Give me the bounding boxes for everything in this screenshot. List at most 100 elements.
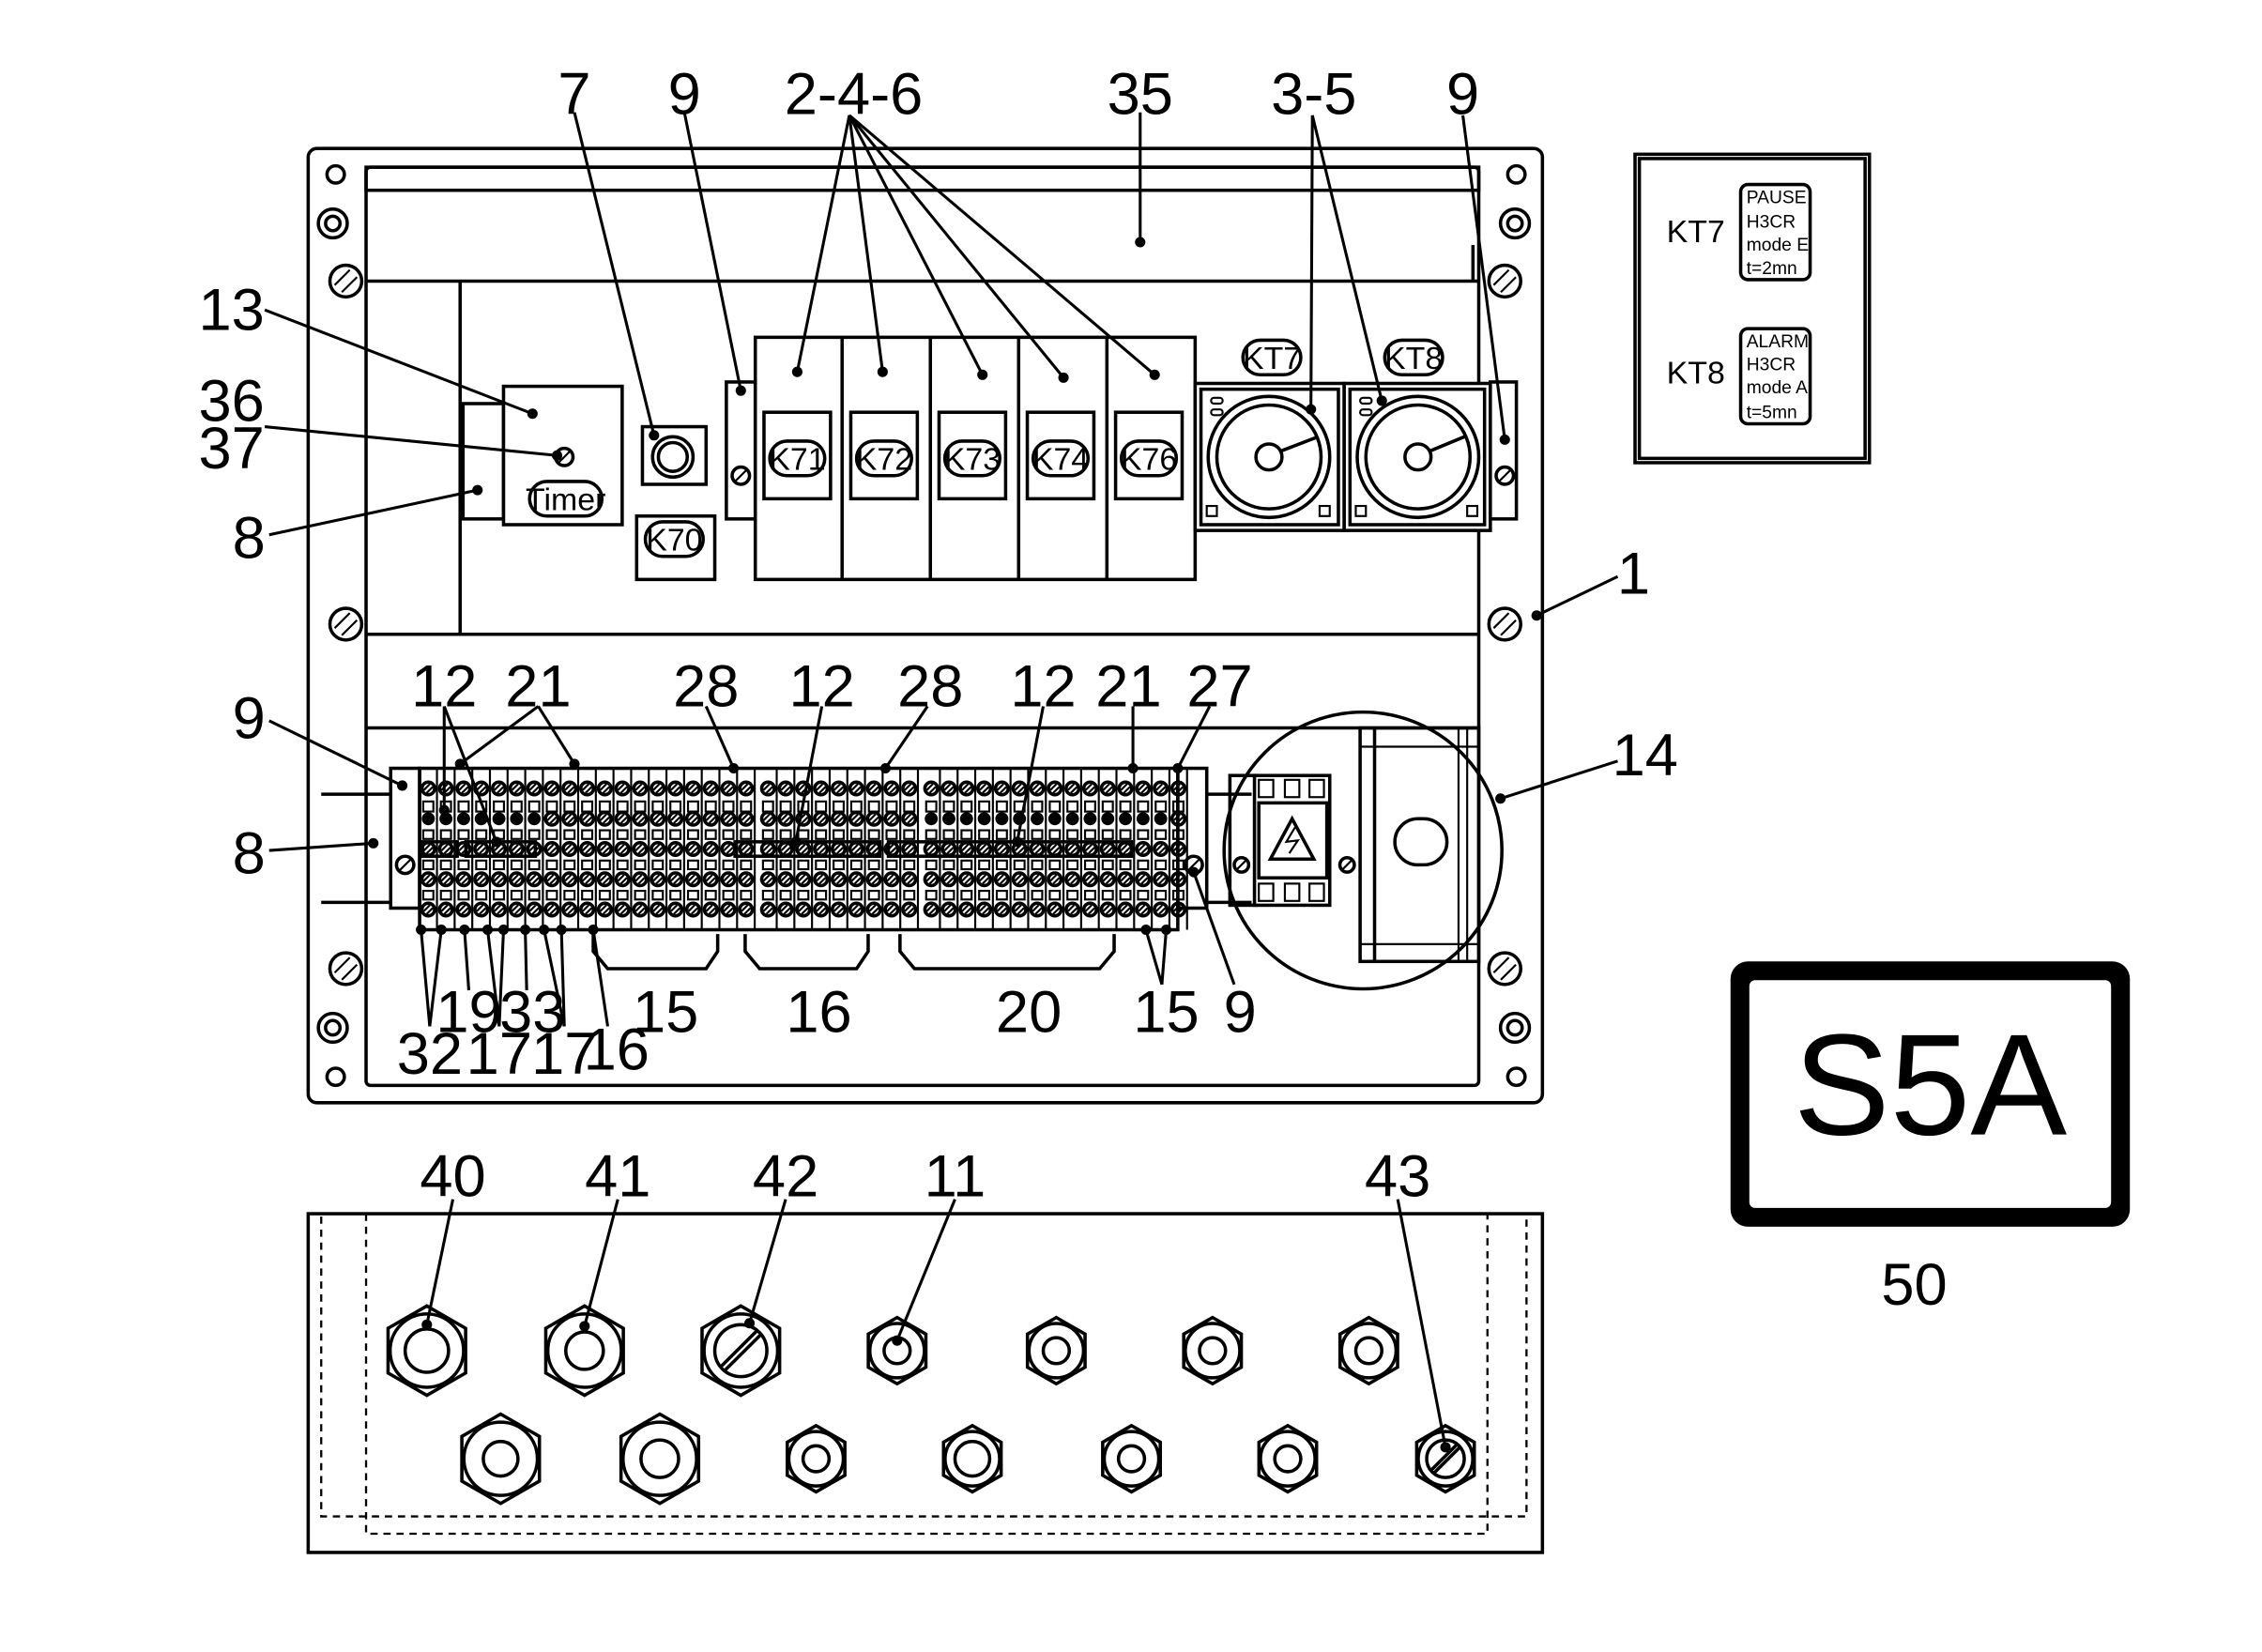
- sign-text: S5A: [1794, 1004, 2068, 1166]
- callout-c32: 32: [397, 924, 463, 1087]
- callout-c20: 20: [996, 980, 1062, 1046]
- leader-dot: [977, 369, 988, 380]
- leader-line: [848, 114, 1065, 379]
- terminal-block: [508, 768, 527, 930]
- leader-line: [537, 705, 576, 765]
- callout-label: 9: [233, 685, 266, 751]
- leader-line: [485, 929, 501, 1027]
- legend-kt7-line3: mode E: [1747, 236, 1809, 255]
- s5a-sign: S5A: [1730, 961, 2131, 1227]
- callout-c17a: 17: [466, 924, 532, 1087]
- terminal-block: [650, 768, 668, 930]
- callout-label: 20: [996, 980, 1062, 1046]
- leader-line: [420, 929, 432, 1027]
- callout-c12a: 12: [411, 654, 502, 848]
- callout-c35: 35: [1108, 61, 1173, 248]
- callout-label: 9: [1224, 980, 1257, 1046]
- cable-gland: [786, 1423, 847, 1494]
- terminal-block: [958, 768, 977, 930]
- leader-line: [463, 929, 471, 991]
- callout-c21a: 21: [454, 654, 580, 770]
- callout-label: 15: [1133, 980, 1199, 1046]
- callout-c16b: 16: [584, 924, 650, 1083]
- leader-dot: [735, 385, 746, 396]
- leader-line: [682, 112, 742, 391]
- leader-dot: [1127, 762, 1139, 774]
- callout-c9d: 9: [1188, 866, 1257, 1046]
- leader-line: [1176, 705, 1212, 770]
- callout-label: 37: [199, 416, 265, 482]
- leader-line: [459, 705, 540, 766]
- callout-c27: 27: [1172, 654, 1253, 774]
- leader-dot: [556, 924, 567, 936]
- callout-label: 36: [199, 369, 265, 435]
- leader-line: [268, 719, 404, 788]
- callout-label: 1: [1617, 542, 1650, 607]
- callout-label: 15: [633, 980, 698, 1046]
- jumper-bar: [733, 840, 882, 858]
- callout-label: 41: [585, 1144, 650, 1210]
- cable-gland: [1025, 1315, 1087, 1386]
- leader-dot: [790, 836, 802, 848]
- terminal-block: [901, 768, 920, 930]
- leader-line: [264, 308, 533, 416]
- callout-label: 50: [1881, 1252, 1947, 1318]
- terminal-block: [632, 768, 650, 930]
- leader-dot: [1531, 610, 1542, 621]
- callout-c37: 37: [199, 416, 265, 482]
- leader-line: [1309, 115, 1314, 410]
- terminal-block: [1064, 768, 1082, 930]
- legend-kt8-line1: ALARM: [1747, 332, 1809, 352]
- fixing-screw: [1487, 951, 1522, 987]
- callout-label: 28: [897, 654, 963, 720]
- callout-c28b: 28: [879, 654, 963, 774]
- terminal-block: [738, 768, 757, 930]
- callout-c15a: 15: [633, 980, 698, 1046]
- callout-c12c: 12: [1010, 654, 1077, 848]
- leader-line: [497, 929, 506, 1027]
- contactor-label: K74: [1032, 442, 1089, 478]
- fixing-screws: [328, 263, 1522, 987]
- detail-circle-surge-protector: [1222, 710, 1504, 991]
- leader-line: [848, 114, 1156, 376]
- leader-dot: [421, 1319, 433, 1330]
- kt8-label: KT8: [1384, 341, 1443, 376]
- terminal-block: [1047, 768, 1065, 930]
- fixing-screw: [328, 263, 364, 299]
- terminal-block: [1011, 768, 1030, 930]
- cable-gland: [941, 1423, 1003, 1494]
- leader-dot: [1160, 924, 1172, 936]
- callout-c19: 19: [436, 924, 502, 1046]
- terminal-blocks: [420, 768, 1188, 930]
- leader-line: [1500, 759, 1618, 801]
- legend-kt7-code: KT7: [1667, 214, 1725, 250]
- leader-line: [268, 841, 374, 852]
- leader-line: [848, 115, 985, 375]
- leader-dot: [438, 804, 450, 816]
- terminal-rail: [321, 766, 1252, 971]
- cable-gland: [460, 1412, 542, 1506]
- leader-dot: [588, 924, 599, 936]
- leader-line: [1396, 1199, 1447, 1448]
- contactor-k73: K73: [937, 410, 1008, 501]
- callout-label: 17: [531, 1021, 597, 1087]
- leader-line: [1144, 929, 1164, 986]
- terminal-block: [667, 768, 685, 930]
- leader-dot: [472, 484, 483, 496]
- leader-line: [559, 929, 566, 1027]
- leader-dot: [791, 366, 802, 377]
- leader-dot: [397, 780, 408, 791]
- mounting-holes: [316, 163, 1532, 1088]
- leader-dot: [459, 924, 470, 936]
- leader-line: [895, 1199, 956, 1341]
- leader-dot: [728, 762, 740, 774]
- legend-kt7-line1: PAUSE: [1747, 189, 1807, 208]
- callout-c14: 14: [1495, 723, 1678, 804]
- callout-label: 16: [584, 1017, 650, 1083]
- callout-label: 33: [499, 980, 565, 1046]
- leader-line: [1461, 115, 1506, 440]
- callout-c1: 1: [1531, 542, 1650, 621]
- callout-c16a: 16: [786, 980, 851, 1046]
